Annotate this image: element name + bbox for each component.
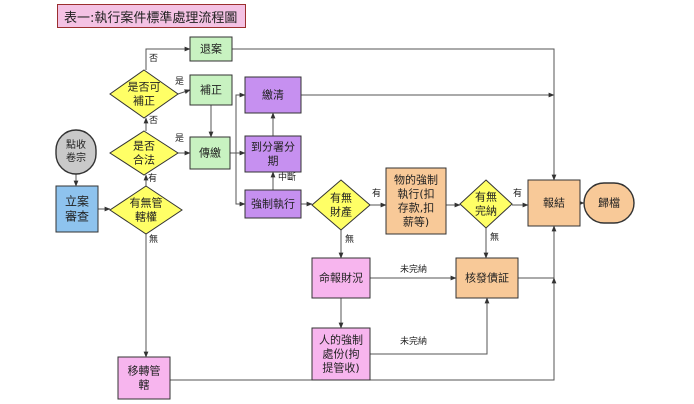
node-label: 期	[268, 155, 279, 168]
node-label: 合法	[133, 153, 155, 167]
node-label: 補正	[200, 84, 222, 97]
connector-arrow	[177, 89, 191, 95]
nodes: 點收卷宗立案審查有無管轄權移轉管轄是否合法是否可補正退案補正傳繳繳清到分署分期強…	[55, 36, 635, 400]
connector-arrow	[232, 48, 557, 181]
edge-label-has-complete: 有	[513, 187, 522, 199]
node-label: 有無	[475, 190, 497, 204]
node-label: 立案	[65, 194, 89, 209]
edge-label-no-correctable: 否	[149, 115, 158, 126]
edge-label-no-complete: 無	[490, 231, 499, 243]
node-label: 是否可	[128, 81, 161, 94]
node-label: 強制執行	[251, 198, 295, 211]
node-cert: 核發債証	[455, 257, 519, 299]
node-label: 存款,扣	[398, 201, 435, 215]
edge-label-unpaid-1: 未完納	[400, 263, 427, 275]
node-label: 歸檔	[598, 196, 620, 210]
node-label: 核發債証	[465, 271, 509, 285]
edge-label-no-return: 否	[149, 53, 158, 64]
node-label: 轄	[139, 378, 150, 392]
node-label: 提管收)	[322, 361, 359, 375]
connector-arrow	[370, 297, 490, 355]
edge-label-yes-summon: 是	[175, 133, 184, 144]
node-label: 傳繳	[199, 146, 221, 160]
node-return: 退案	[189, 36, 233, 62]
node-label: 繳清	[262, 88, 284, 102]
node-supplement: 補正	[189, 74, 233, 106]
node-report-property: 命報財況	[311, 257, 371, 299]
node-close: 報結	[527, 179, 581, 227]
node-label: 命報財況	[319, 271, 363, 285]
node-pay-off: 繳清	[244, 76, 302, 114]
connector-arrow	[145, 46, 191, 70]
edge-label-interrupt: 中斷	[278, 171, 296, 183]
node-label: 處份(拘	[322, 347, 359, 361]
edge-label-no-property: 無	[345, 233, 354, 245]
node-label: 執行(扣	[397, 187, 434, 201]
node-label: 卷宗	[66, 151, 86, 164]
node-label: 物的強制	[394, 173, 438, 187]
connector-arrow	[518, 225, 557, 279]
node-archive: 歸檔	[583, 182, 635, 224]
node-enforce: 強制執行	[244, 189, 302, 219]
node-label: 有無管	[130, 196, 163, 210]
node-label: 財產	[330, 205, 352, 219]
node-label: 報結	[543, 196, 565, 210]
edge-label-no-jurisdiction: 無	[149, 233, 158, 245]
node-label: 是否	[133, 140, 155, 153]
node-label: 人的強制	[319, 333, 363, 347]
page-title: 表一:執行案件標準處理流程圖	[57, 4, 246, 28]
node-label: 有無	[330, 191, 352, 205]
node-label: 完納	[475, 204, 497, 218]
node-label: 審查	[65, 209, 89, 224]
node-label: 轄權	[135, 210, 157, 224]
edge-label-has-jurisdiction: 有	[148, 172, 157, 184]
edge-label-yes-supplement: 是	[175, 76, 184, 87]
node-label: 薪等)	[403, 215, 429, 229]
node-label: 到分署分	[251, 141, 295, 154]
node-summon: 傳繳	[189, 136, 231, 170]
node-label: 退案	[200, 42, 222, 56]
connector-arrow	[230, 152, 246, 207]
edge-label-has-property: 有	[372, 187, 381, 199]
node-label: 點收	[66, 138, 86, 151]
connector-arrow	[170, 277, 557, 381]
node-label: 補正	[133, 95, 155, 108]
edges	[73, 46, 585, 381]
node-label: 移轉管	[128, 364, 161, 378]
edge-label-unpaid-2: 未完納	[400, 335, 427, 347]
